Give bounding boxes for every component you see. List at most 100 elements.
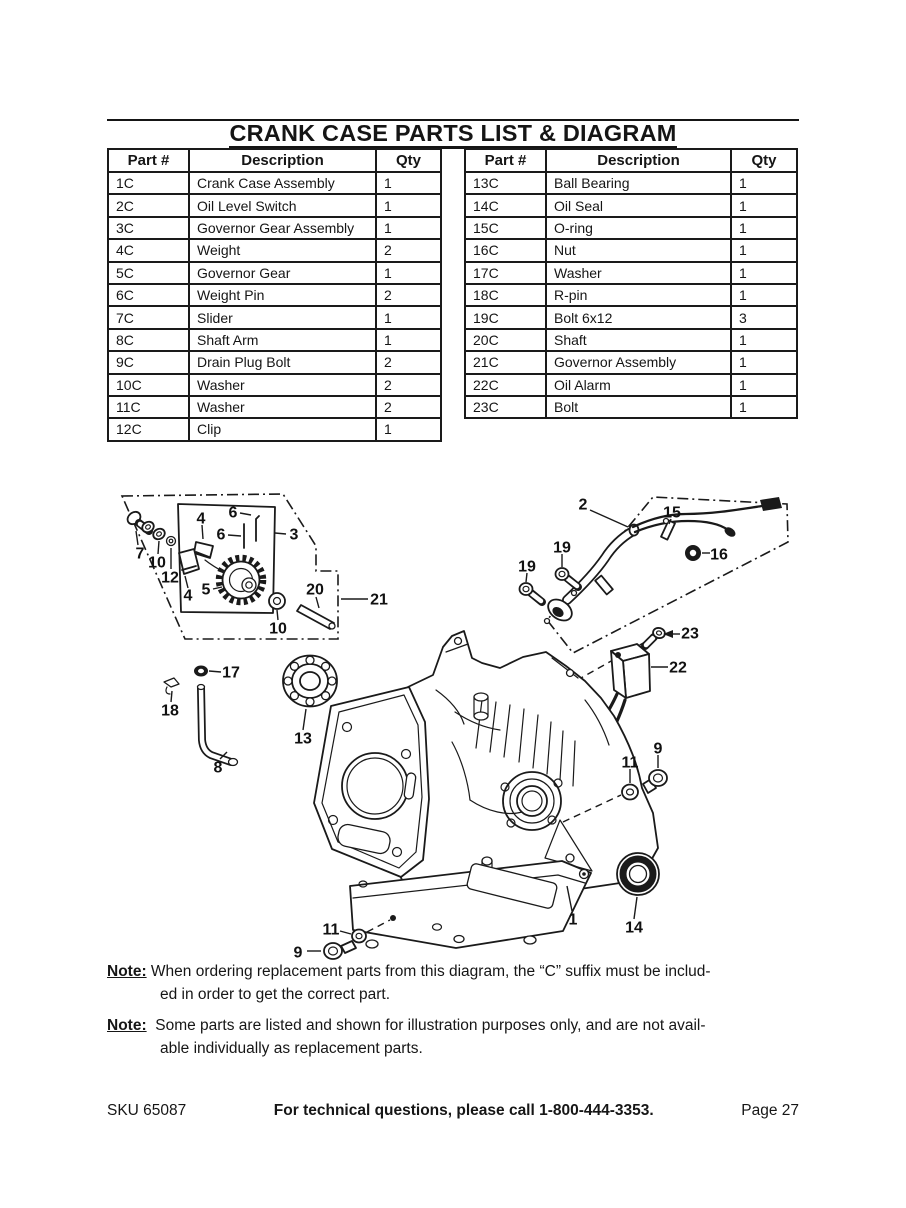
leader-line xyxy=(315,596,320,609)
part-callout-4: 4 xyxy=(197,511,206,528)
part-callout-1: 1 xyxy=(569,912,578,929)
bolt-19a xyxy=(518,582,546,606)
part-callout-17: 17 xyxy=(222,665,240,682)
page-footer: SKU 65087 For technical questions, pleas… xyxy=(107,1102,799,1120)
stud-boss xyxy=(473,692,489,721)
table-cell: 4C xyxy=(107,238,190,263)
ball-bearing-13 xyxy=(282,654,338,708)
table-cell: 1 xyxy=(375,215,442,241)
column-header: Description xyxy=(188,148,377,173)
part-callout-9: 9 xyxy=(294,945,303,962)
column-header: Description xyxy=(545,148,732,173)
leader-line xyxy=(274,532,287,535)
table-cell: 1 xyxy=(730,327,798,353)
part-callout-4: 4 xyxy=(184,588,193,605)
table-cell: Governor Gear xyxy=(188,260,377,285)
governor-gear-5 xyxy=(215,554,267,606)
table-cell: 1 xyxy=(375,260,442,285)
leader-line xyxy=(135,530,139,546)
table-cell: 5C xyxy=(107,260,190,285)
leader-line xyxy=(276,609,279,621)
footer-support-line: For technical questions, please call 1-8… xyxy=(273,1102,654,1119)
table-cell: R-pin xyxy=(545,282,732,308)
oil-switch-assembly-boundary xyxy=(545,496,789,655)
note-1: Note: When ordering replacement parts fr… xyxy=(107,961,807,1006)
leader-line xyxy=(566,885,573,912)
part-callout-19: 19 xyxy=(518,559,536,576)
washer-10a xyxy=(141,520,155,534)
washer-10b xyxy=(152,527,166,541)
note-text: When ordering replacement parts from thi… xyxy=(150,963,711,980)
note-text-cont: ed in order to get the correct part. xyxy=(160,985,391,1003)
table-cell: 21C xyxy=(464,350,547,375)
table-cell: 2 xyxy=(375,372,442,397)
table-cell: 1 xyxy=(730,260,798,285)
table-cell: 6C xyxy=(107,282,190,308)
table-cell: 22C xyxy=(464,372,547,397)
table-cell: 1 xyxy=(375,417,442,442)
part-callout-20: 20 xyxy=(306,582,324,599)
table-cell: 11C xyxy=(107,394,190,420)
table-cell: 8C xyxy=(107,327,190,353)
base-plate xyxy=(349,860,592,949)
part-callout-11: 11 xyxy=(323,922,340,939)
table-cell: Slider xyxy=(188,305,377,330)
table-cell: 10C xyxy=(107,372,190,397)
leader-line xyxy=(589,509,629,528)
part-callout-6: 6 xyxy=(229,505,238,522)
note-text: Some parts are listed and shown for illu… xyxy=(155,1017,706,1034)
washer-11-bottom xyxy=(351,928,367,944)
table-cell: 1C xyxy=(107,170,190,196)
table-cell: 15C xyxy=(464,215,547,241)
table-cell: 17C xyxy=(464,260,547,285)
column-header: Part # xyxy=(107,148,190,173)
leader-line xyxy=(212,586,223,590)
part-callout-2: 2 xyxy=(579,497,588,514)
table-cell: Oil Level Switch xyxy=(188,193,377,218)
table-cell: Bolt 6x12 xyxy=(545,305,732,330)
part-callout-14: 14 xyxy=(625,920,643,937)
part-callout-23: 23 xyxy=(681,626,699,643)
table-cell: Washer xyxy=(545,260,732,285)
title-wrap: CRANK CASE PARTS LIST & DIAGRAM xyxy=(0,120,906,150)
leader-line xyxy=(227,534,242,537)
table-cell: 1 xyxy=(375,327,442,353)
oring-15 xyxy=(660,519,676,541)
part-callout-3: 3 xyxy=(290,527,299,544)
table-cell: Weight Pin xyxy=(188,282,377,308)
table-cell: 7C xyxy=(107,305,190,330)
table-cell: Oil Alarm xyxy=(545,372,732,397)
table-cell: Clip xyxy=(188,417,377,442)
leader-line xyxy=(239,512,252,516)
table-cell: Shaft xyxy=(545,327,732,353)
table-cell: 1 xyxy=(730,282,798,308)
table-cell: 2 xyxy=(375,350,442,375)
table-cell: Washer xyxy=(188,372,377,397)
note-label: Note: xyxy=(107,963,147,980)
table-cell: 1 xyxy=(730,215,798,241)
table-cell: Bolt xyxy=(545,394,732,420)
table-cell: 2C xyxy=(107,193,190,218)
bolt-19b xyxy=(554,567,582,591)
part-callout-7: 7 xyxy=(136,546,145,563)
note-label: Note: xyxy=(107,1017,147,1034)
footer-sku: SKU 65087 xyxy=(107,1102,187,1119)
part-callout-15: 15 xyxy=(663,505,681,522)
